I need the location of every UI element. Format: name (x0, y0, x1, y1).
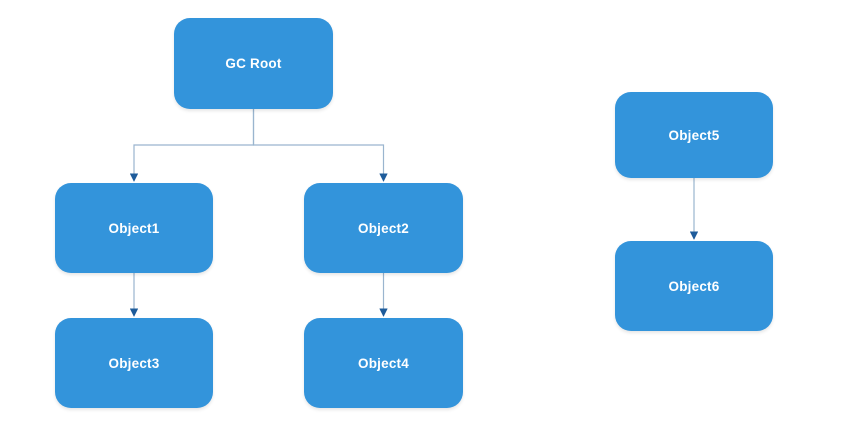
node-object4: Object4 (304, 318, 463, 408)
node-object3-label: Object3 (108, 355, 160, 371)
node-object1-label: Object1 (108, 220, 160, 236)
node-gc-root: GC Root (174, 18, 333, 109)
node-object4-label: Object4 (358, 355, 409, 371)
edge-gc-root-to-object1 (129, 109, 255, 182)
node-gc-root-label: GC Root (225, 56, 282, 71)
node-object3: Object3 (55, 318, 213, 408)
node-object2-label: Object2 (358, 220, 409, 236)
node-object1: Object1 (55, 183, 213, 273)
edge-gc-root-to-object2 (252, 109, 388, 182)
node-object5-label: Object5 (668, 127, 720, 143)
node-object5: Object5 (615, 92, 773, 178)
node-object2: Object2 (304, 183, 463, 273)
node-object6: Object6 (615, 241, 773, 331)
node-object6-label: Object6 (668, 278, 720, 294)
